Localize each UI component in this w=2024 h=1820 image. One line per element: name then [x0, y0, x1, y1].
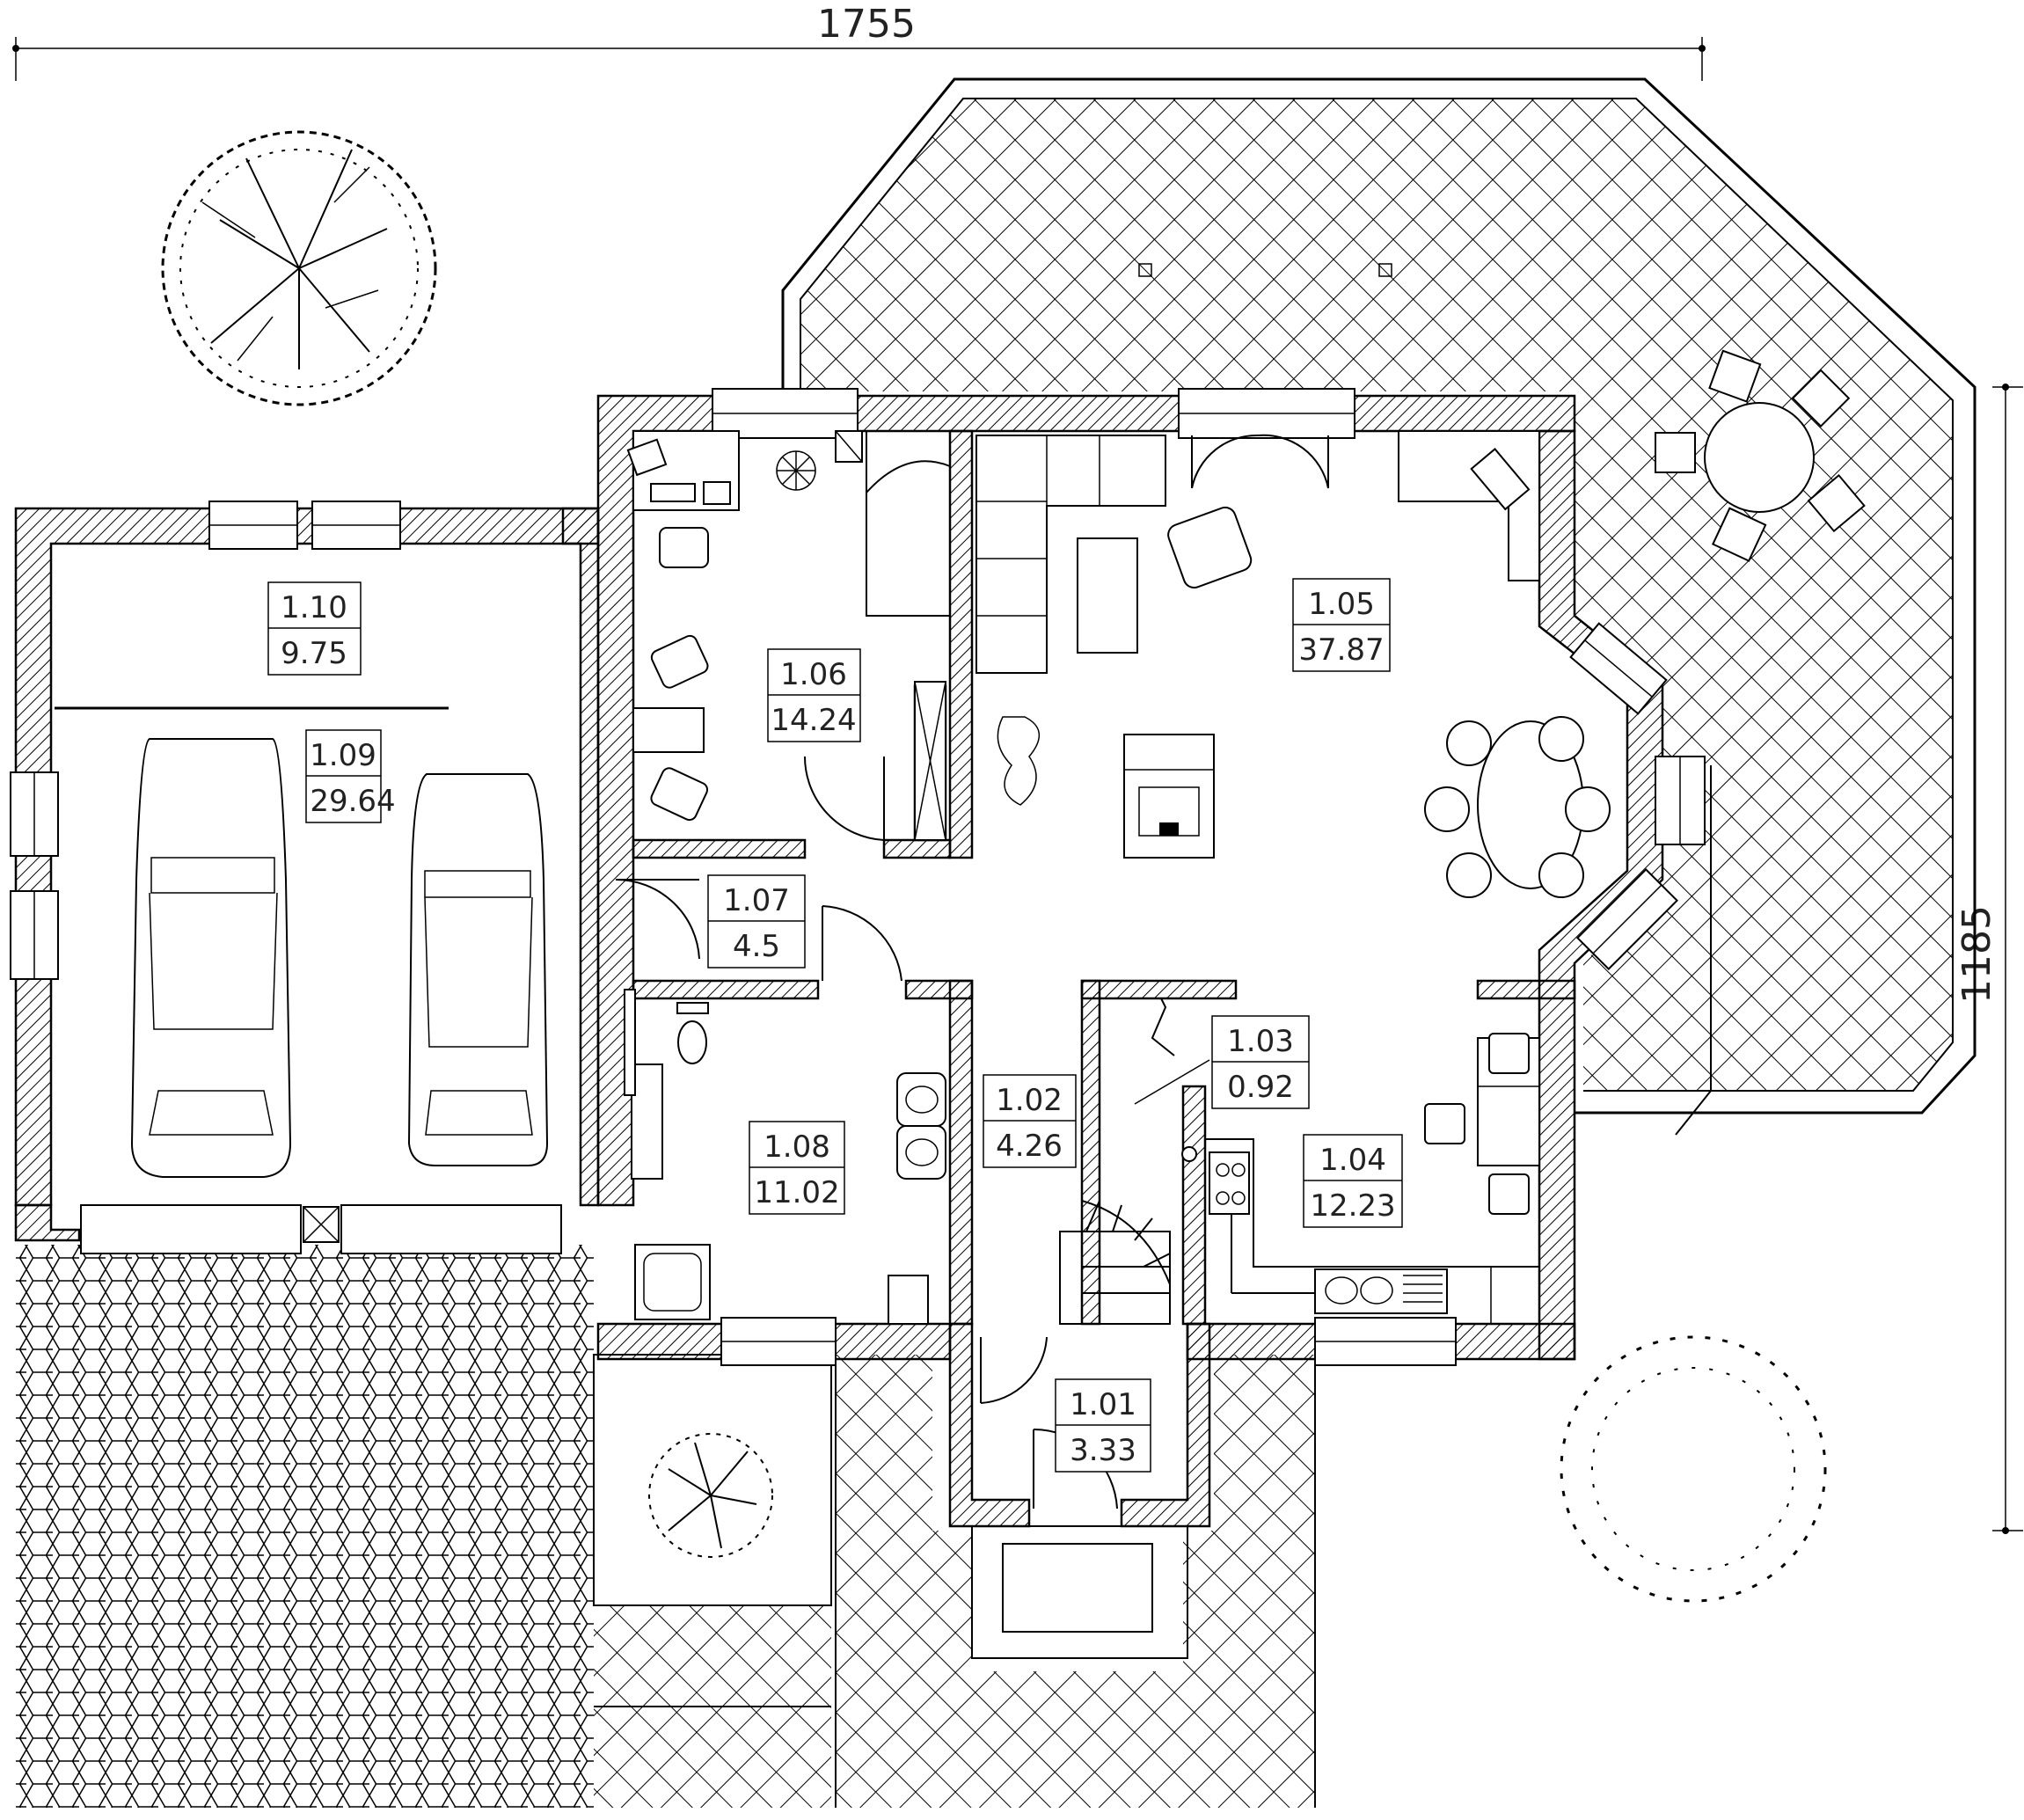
windows	[10, 388, 1706, 1366]
bathroom-fixtures	[624, 989, 946, 1325]
dimension-top: 1755	[12, 2, 1706, 81]
room-number: 1.08	[764, 1129, 830, 1165]
room-area: 14.24	[771, 703, 856, 738]
room-tag-1-09: 1.09 29.64	[305, 729, 396, 823]
room-area: 29.64	[310, 784, 395, 819]
driveway-paving	[16, 1245, 1316, 1808]
room-number: 1.07	[723, 883, 790, 918]
room-area: 4.5	[733, 929, 780, 964]
terrace-table	[1655, 349, 1866, 562]
room-area: 0.92	[1227, 1070, 1294, 1105]
window	[1655, 756, 1706, 845]
room-number: 1.01	[1070, 1387, 1136, 1422]
room-number: 1.09	[310, 738, 376, 773]
window	[311, 501, 401, 550]
room-tag-1-10: 1.10 9.75	[267, 581, 362, 676]
dimension-right: 1185	[1955, 384, 2023, 1534]
window	[712, 388, 859, 439]
tree-icon	[1560, 1335, 1827, 1603]
car-icon	[407, 773, 549, 1166]
room-tag-1-04: 1.04 12.23	[1303, 1134, 1403, 1228]
room-number: 1.05	[1308, 587, 1375, 622]
room-tag-1-08: 1.08 11.02	[749, 1121, 845, 1215]
room-tag-1-07: 1.07 4.5	[707, 874, 806, 968]
room-tag-1-05: 1.05 37.87	[1292, 578, 1391, 672]
room-number: 1.04	[1319, 1143, 1386, 1178]
shrub-icon	[648, 1433, 773, 1558]
garage-door	[80, 1204, 340, 1254]
garage-door	[340, 1204, 562, 1254]
window	[1314, 1317, 1457, 1366]
dining-table	[1424, 716, 1611, 898]
room-number: 1.03	[1227, 1024, 1294, 1059]
fireplace-icon	[1123, 734, 1215, 859]
car-icon	[130, 738, 292, 1178]
window	[1178, 388, 1355, 439]
room-tag-1-01: 1.01 3.33	[1055, 1378, 1151, 1473]
window	[1569, 622, 1668, 715]
window	[208, 501, 298, 550]
room-number: 1.06	[780, 657, 847, 692]
room-area: 4.26	[996, 1129, 1063, 1164]
staircase	[1059, 998, 1210, 1325]
dimension-width-label: 1755	[817, 2, 916, 47]
room-tag-1-02: 1.02 4.26	[983, 1074, 1077, 1168]
room-area: 37.87	[1298, 632, 1384, 668]
tree-icon	[161, 130, 437, 406]
kitchen-fixtures	[1205, 1033, 1540, 1324]
room-tag-1-06: 1.06 14.24	[767, 648, 861, 742]
plant-icon	[997, 716, 1040, 806]
dimension-height-label: 1185	[1955, 905, 1999, 1004]
room-number: 1.02	[996, 1083, 1063, 1118]
plant-icon	[776, 450, 816, 491]
terrace-outline-outer	[781, 77, 1977, 1115]
office-furniture	[626, 430, 951, 841]
window	[10, 771, 59, 857]
living-furniture	[975, 430, 1611, 898]
window	[1576, 868, 1678, 970]
window	[720, 1317, 837, 1366]
window	[10, 890, 59, 980]
room-area: 3.33	[1070, 1433, 1136, 1468]
room-area: 11.02	[754, 1175, 839, 1210]
room-tag-1-03: 1.03 0.92	[1211, 1015, 1310, 1109]
room-area: 9.75	[281, 636, 347, 671]
room-number: 1.10	[281, 590, 347, 625]
room-area: 12.23	[1310, 1188, 1395, 1224]
